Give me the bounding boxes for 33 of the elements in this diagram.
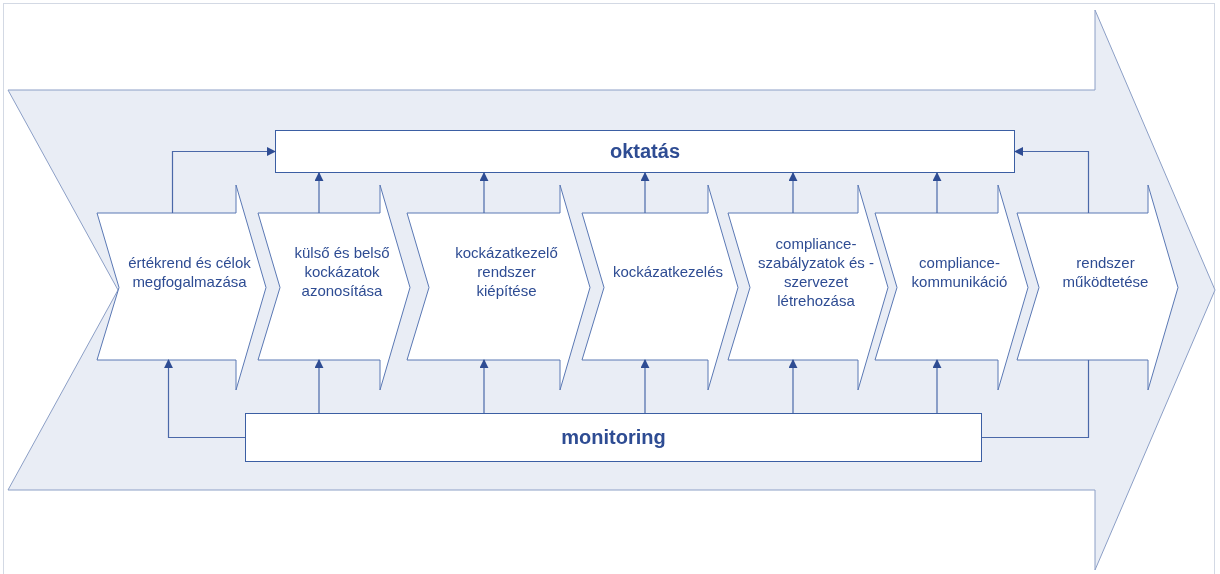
process-bar [275,130,1015,173]
arrow [164,359,246,439]
process-step [875,185,1028,390]
arrow [932,359,942,414]
step-label: compliance-kommunikáció [910,252,1009,291]
arrow [314,359,324,414]
step-label: külső és belső kockázatok azonosítása [293,243,391,300]
process-step [1017,185,1178,390]
step-label: kockázatkezelés [612,262,724,281]
arrow [640,172,650,214]
arrow [640,359,650,414]
arrow [479,172,489,214]
process-step [582,185,738,390]
arrow [788,359,798,414]
step-label: kockázatkezelő rendszer kiépítése [454,243,559,300]
step-label: rendszer működtetése [1061,252,1150,291]
step-label: értékrend és célok megfogalmazása [127,252,252,291]
process-step [97,185,266,390]
process-step [407,185,590,390]
arrow [314,172,324,214]
step-label: compliance-szabályzatok és -szervezet létrehozása [757,233,875,310]
bar-label: oktatás [610,140,680,163]
arrow [171,147,276,214]
process-bar [245,413,982,462]
bar-label: monitoring [561,426,666,449]
arrow [932,172,942,214]
arrow [788,172,798,214]
process-step [728,185,888,390]
arrow [479,359,489,414]
connector-line [981,359,1090,439]
background-arrow [8,10,1215,570]
arrow [1014,147,1090,214]
process-step [258,185,410,390]
